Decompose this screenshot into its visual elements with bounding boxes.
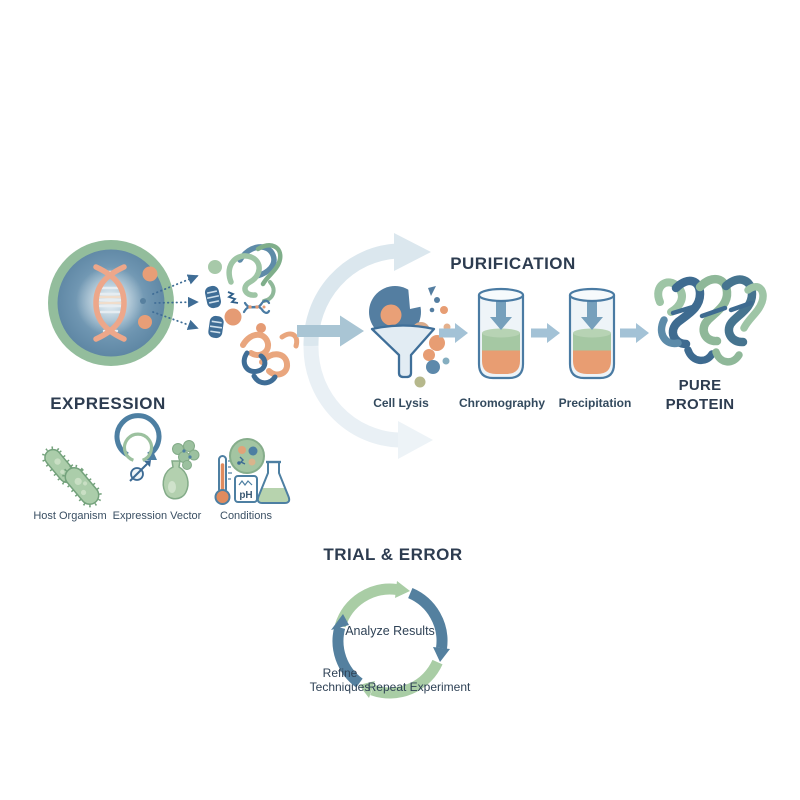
ph-label: pH [239,490,252,501]
cycle-label-repeat-experiment: Repeat Experiment [367,680,471,694]
petri-dish-icon [229,438,265,474]
trial-error-title: TRIAL & ERROR [323,545,463,564]
cycle-label-analyze-results: Analyze Results [345,624,435,638]
pure-protein-label: PURE PROTEIN [645,376,755,414]
funnel-icon [370,324,436,379]
conditions-icon: pH [214,438,291,505]
flow-arrow-precipitation-to-protein [620,323,649,343]
factor-label-conditions: Conditions [220,510,272,522]
thermometer-icon [214,455,232,505]
step-label-precipitation: Precipitation [558,396,632,410]
host-organism-icon [41,446,102,508]
precipitation-column-icon [568,287,616,380]
dna-helix-icon [93,264,127,342]
expression-section-title: EXPRESSION [50,394,166,413]
plasmid-circular-arrow-icon [114,413,162,482]
pure-protein-label-line1: PURE [678,377,722,394]
step-label-cell-lysis: Cell Lysis [373,396,429,410]
flow-arrow-chromography-to-precipitation [531,323,560,343]
ph-meter-icon: pH [234,475,258,503]
colony-cluster-icon [172,440,200,470]
secreted-proteins-illustration [204,243,300,386]
cell-lysis-icon [369,286,451,388]
dotted-expression-arrows [152,274,199,330]
trial-error-cycle [331,581,450,699]
organelle-dot [138,315,152,329]
ribosome-capsule-icon [208,315,224,339]
purification-section-title: PURIFICATION [450,254,576,273]
ribosome-capsule-icon [204,285,222,309]
refine-label-line2: Techniques [309,680,371,694]
chromatography-column-icon [477,287,525,380]
pure-protein-icon [654,274,767,366]
erlenmeyer-flask-icon [256,460,291,504]
refine-label-line1: Refine [322,666,358,680]
step-label-chromography: Chromography [458,396,545,410]
protein-scribble [227,291,239,304]
factor-label-host-organism: Host Organism [33,510,107,522]
mini-dna-icon [242,299,271,314]
organelle-dot [142,266,158,282]
expression-vector-icon [114,413,200,500]
flow-arrow-expression-to-lysis [297,315,364,347]
ribosome-dot [140,298,146,304]
pure-protein-label-line2: PROTEIN [665,396,735,413]
factor-label-expression-vector: Expression Vector [112,510,202,522]
vector-flask-icon [162,460,189,500]
bacterium-icon [62,464,102,508]
cycle-label-refine-techniques: Refine Techniques [295,666,385,694]
host-cell-illustration [48,240,174,366]
